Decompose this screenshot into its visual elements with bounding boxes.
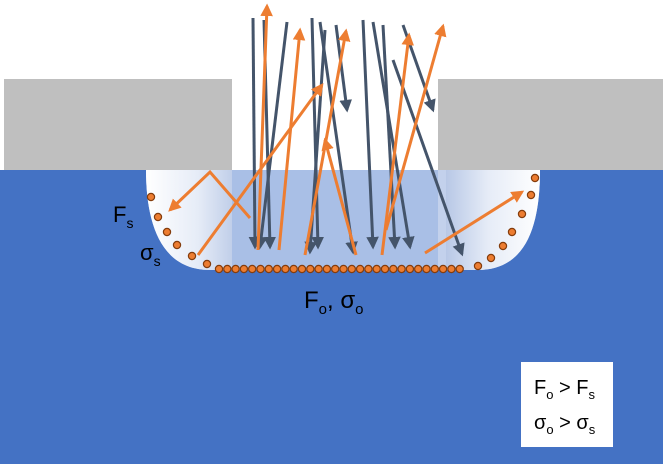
reflected-arrow [277, 27, 306, 251]
surface-dot [355, 264, 365, 274]
surface-dot [397, 264, 406, 274]
surface-dot [455, 264, 464, 274]
surface-dot [256, 264, 265, 274]
surface-dot [447, 264, 456, 274]
side-flux-label: Fs [113, 202, 133, 231]
reflected-arrow [196, 82, 324, 256]
surface-dot [264, 264, 273, 274]
surface-dot [486, 253, 496, 263]
incident-arrow [361, 19, 379, 250]
incident-arrow [254, 21, 289, 250]
surface-dot [331, 264, 340, 274]
reflected-arrow [380, 32, 415, 256]
surface-dot [162, 227, 172, 237]
surface-dot [422, 264, 431, 274]
surface-dot [187, 251, 197, 261]
surface-dot [473, 261, 483, 271]
surface-dot [289, 264, 298, 274]
bottom-flux-sigma-label: Fo, σo [304, 287, 364, 318]
incident-arrow [318, 21, 358, 255]
surface-dot [202, 259, 212, 269]
surface-dot [322, 264, 332, 274]
legend-flux-comparison: Fo > Fs [534, 377, 595, 402]
surface-dot [517, 209, 527, 219]
surface-dot [430, 264, 439, 274]
surface-dot [364, 264, 373, 274]
surface-dot [405, 264, 415, 274]
mask-right [438, 79, 663, 170]
reflected-arrow [384, 23, 447, 231]
side-sigma-label: σs [140, 240, 161, 269]
surface-dot [172, 240, 182, 250]
mask-left [4, 79, 232, 170]
surface-dot [438, 264, 448, 274]
surface-dot [223, 264, 232, 274]
surface-dot [272, 264, 282, 274]
incident-arrow [371, 21, 415, 250]
reflected-species-arrows [168, 3, 525, 256]
surface-dot [507, 227, 517, 237]
surface-dot [526, 190, 536, 200]
reflected-arrow [321, 137, 358, 256]
comparison-legend: Fo > Fs σo > σs [521, 362, 613, 447]
legend-sigma-comparison: σo > σs [534, 412, 596, 437]
surface-dot [530, 173, 540, 183]
incident-arrow [391, 59, 465, 257]
surface-dot [339, 264, 348, 274]
surface-dot [214, 264, 224, 274]
incident-arrow [334, 24, 352, 113]
reflected-arrow [424, 190, 525, 255]
surface-dot [389, 264, 398, 274]
surface-dot [306, 264, 315, 274]
reflected-arrow [256, 3, 273, 251]
surface-dot [247, 264, 257, 274]
incident-arrow [310, 17, 325, 250]
surface-dot [380, 264, 390, 274]
surface-dot [281, 264, 290, 274]
surface-dot [297, 264, 307, 274]
surface-dot [153, 212, 163, 222]
surface-species-dots [146, 173, 540, 274]
surface-dot [414, 264, 423, 274]
reflected-arrow [168, 169, 252, 219]
surface-dot [314, 264, 323, 274]
surface-dot [239, 264, 249, 274]
incident-arrow [248, 17, 262, 250]
surface-dot [498, 241, 508, 251]
surface-dot [146, 192, 156, 202]
surface-dot [347, 264, 356, 274]
surface-dot [372, 264, 381, 274]
surface-dot [231, 264, 240, 274]
